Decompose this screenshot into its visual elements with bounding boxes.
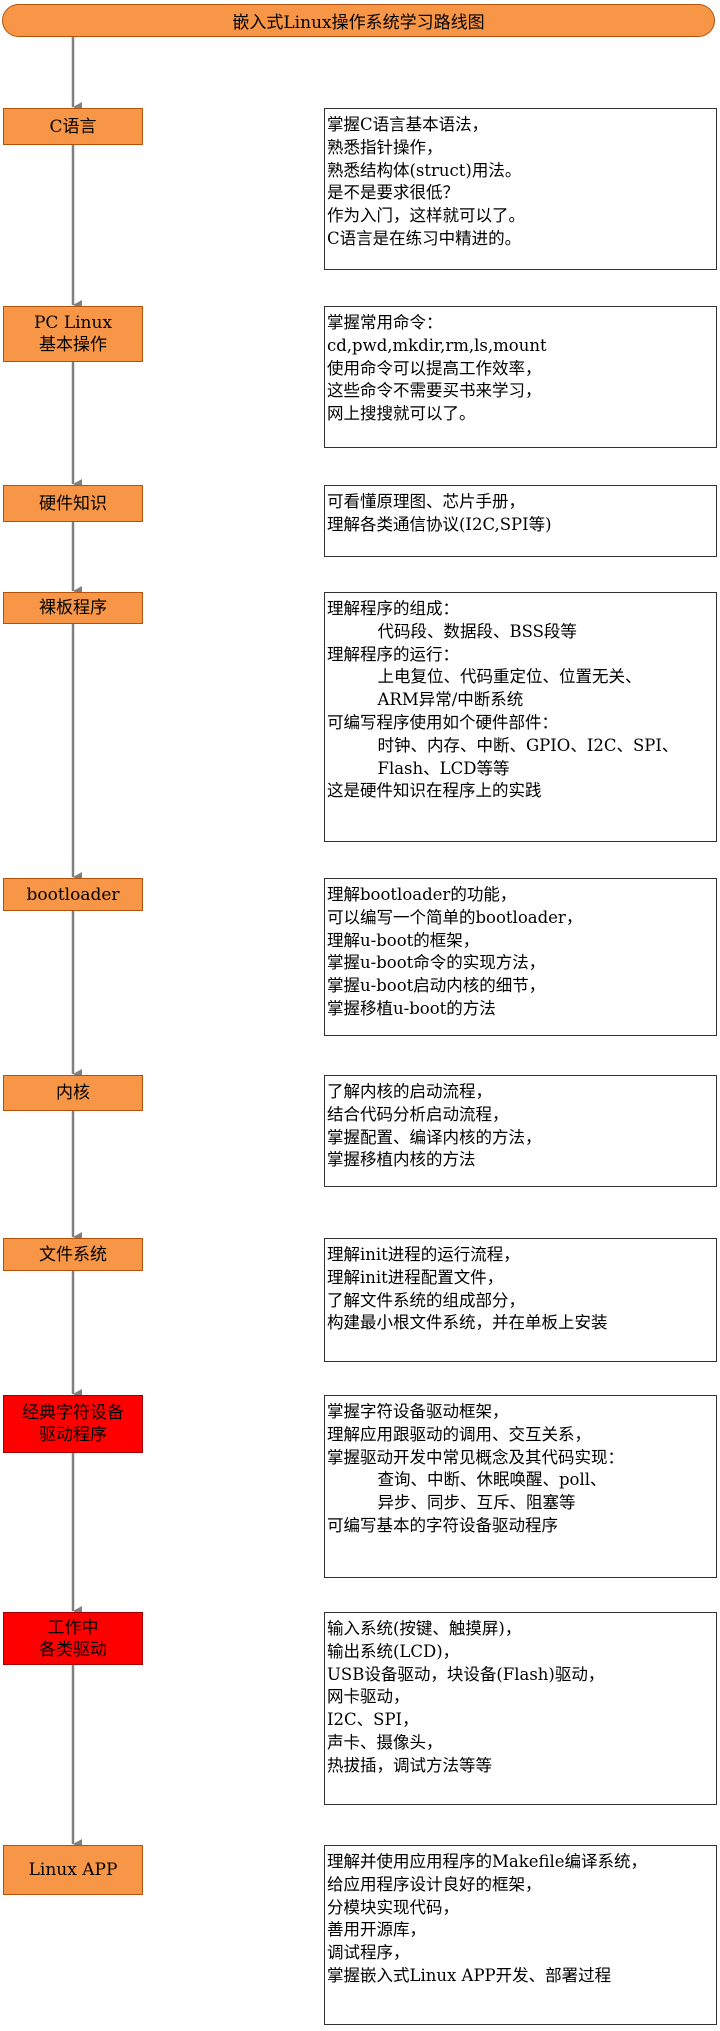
note-line: 这是硬件知识在程序上的实践: [327, 781, 542, 801]
note-line: 分模块实现代码，: [327, 1897, 459, 1917]
note-line: 异步、同步、互斥、阻塞等: [367, 1493, 576, 1513]
note-line: 使用命令可以提高工作效率，: [327, 358, 542, 378]
note-line: 可以编写一个简单的bootloader，: [327, 907, 583, 927]
step-notes-1: 掌握C语言基本语法， 熟悉指针操作， 熟悉结构体(struct)用法。是不是要求很低…: [324, 108, 717, 270]
step-notes-10: 理解并使用应用程序的Makefile编译系统， 给应用程序设计良好的框架， 分模块实…: [324, 1845, 717, 2025]
note-line: ARM异常/中断系统: [367, 690, 524, 710]
step-notes-8: 掌握字符设备驱动框架， 理解应用跟驱动的调用、交互关系， 掌握驱动开发中常见概念及其…: [324, 1395, 717, 1578]
note-line: 掌握常用命令：: [327, 313, 443, 332]
note-line: 理解u-boot的框架，: [327, 930, 480, 950]
note-line: 结合代码分析启动流程，: [327, 1104, 509, 1124]
note-line: 掌握配置、编译内核的方法，: [327, 1127, 542, 1147]
diagram-title: 嵌入式Linux操作系统学习路线图: [2, 4, 715, 37]
note-line: 调试程序，: [327, 1943, 410, 1963]
note-line: 理解init进程的运行流程，: [327, 1245, 520, 1264]
note-line: 掌握u-boot命令的实现方法，: [327, 953, 546, 973]
note-line: 可看懂原理图、芯片手册，: [327, 492, 525, 511]
note-line: C语言是在练习中精进的。: [327, 228, 522, 248]
note-line: 善用开源库，: [327, 1920, 426, 1940]
step-box-6: 内核: [3, 1075, 143, 1111]
note-line: 代码段、数据段、BSS段等: [367, 621, 577, 641]
note-line: 理解init进程配置文件，: [327, 1267, 504, 1287]
step-box-7: 文件系统: [3, 1238, 143, 1271]
note-line: 输出系统(LCD)，: [327, 1641, 460, 1661]
step-box-8: 经典字符设备 驱动程序: [3, 1395, 143, 1453]
note-line: 掌握C语言基本语法，: [327, 115, 489, 134]
note-line: 网卡驱动，: [327, 1687, 410, 1707]
note-line: 掌握字符设备驱动框架，: [327, 1402, 509, 1421]
step-box-4: 裸板程序: [3, 592, 143, 624]
note-line: 理解各类通信协议(I2C,SPI等): [327, 514, 552, 534]
note-line: 上电复位、代码重定位、位置无关、: [367, 667, 642, 687]
note-line: 熟悉指针操作，: [327, 137, 443, 157]
note-line: 理解程序的运行：: [327, 644, 459, 664]
note-line: 掌握移植u-boot的方法: [327, 998, 496, 1018]
step-notes-3: 可看懂原理图、芯片手册， 理解各类通信协议(I2C,SPI等): [324, 485, 717, 557]
note-line: 理解并使用应用程序的Makefile编译系统，: [327, 1852, 648, 1871]
note-line: 时钟、内存、中断、GPIO、I2C、SPI、: [367, 735, 679, 755]
step-box-1: C语言: [3, 108, 143, 145]
step-box-9: 工作中 各类驱动: [3, 1612, 143, 1665]
note-line: cd,pwd,mkdir,rm,ls,mount: [327, 335, 547, 355]
note-line: 这些命令不需要买书来学习，: [327, 381, 542, 401]
note-line: 了解内核的启动流程，: [327, 1082, 492, 1101]
step-box-10: Linux APP: [3, 1845, 143, 1895]
note-line: 掌握驱动开发中常见概念及其代码实现：: [327, 1447, 624, 1467]
note-line: 掌握移植内核的方法: [327, 1150, 476, 1170]
note-line: 热拔插，调试方法等等: [327, 1755, 492, 1775]
note-line: 网上搜搜就可以了。: [327, 404, 476, 424]
step-box-2: PC Linux 基本操作: [3, 306, 143, 362]
step-notes-4: 理解程序的组成： 代码段、数据段、BSS段等理解程序的运行： 上电复位、代码重定…: [324, 592, 717, 842]
note-line: 理解程序的组成：: [327, 599, 459, 618]
note-line: 熟悉结构体(struct)用法。: [327, 160, 522, 180]
note-line: 理解应用跟驱动的调用、交互关系，: [327, 1424, 591, 1444]
note-line: 查询、中断、休眠唤醒、poll、: [367, 1470, 607, 1490]
note-line: 输入系统(按键、触摸屏)，: [327, 1619, 522, 1638]
note-line: 可编写程序使用如个硬件部件：: [327, 712, 558, 732]
step-box-5: bootloader: [3, 878, 143, 911]
note-line: Flash、LCD等等: [367, 758, 510, 778]
note-line: 可编写基本的字符设备驱动程序: [327, 1515, 558, 1535]
step-box-3: 硬件知识: [3, 485, 143, 522]
note-line: I2C、SPI，: [327, 1710, 419, 1730]
note-line: 构建最小根文件系统，并在单板上安装: [327, 1313, 608, 1333]
note-line: 理解bootloader的功能，: [327, 885, 517, 904]
note-line: 掌握u-boot启动内核的细节，: [327, 976, 546, 996]
note-line: 掌握嵌入式Linux APP开发、部署过程: [327, 1965, 612, 1985]
note-line: 声卡、摄像头，: [327, 1732, 443, 1752]
step-notes-7: 理解init进程的运行流程， 理解init进程配置文件， 了解文件系统的组成部分， 构…: [324, 1238, 717, 1362]
note-line: 是不是要求很低？: [327, 183, 459, 203]
step-notes-6: 了解内核的启动流程， 结合代码分析启动流程， 掌握配置、编译内核的方法， 掌握移植内核…: [324, 1075, 717, 1187]
step-notes-5: 理解bootloader的功能， 可以编写一个简单的bootloader， 理解u-…: [324, 878, 717, 1036]
note-line: 了解文件系统的组成部分，: [327, 1290, 525, 1310]
note-line: 作为入门，这样就可以了。: [327, 206, 525, 226]
step-notes-2: 掌握常用命令： cd,pwd,mkdir,rm,ls,mount 使用命令可以提高工…: [324, 306, 717, 448]
note-line: 给应用程序设计良好的框架，: [327, 1874, 542, 1894]
step-notes-9: 输入系统(按键、触摸屏)， 输出系统(LCD)， USB设备驱动，块设备(Flash…: [324, 1612, 717, 1805]
note-line: USB设备驱动，块设备(Flash)驱动，: [327, 1664, 605, 1684]
